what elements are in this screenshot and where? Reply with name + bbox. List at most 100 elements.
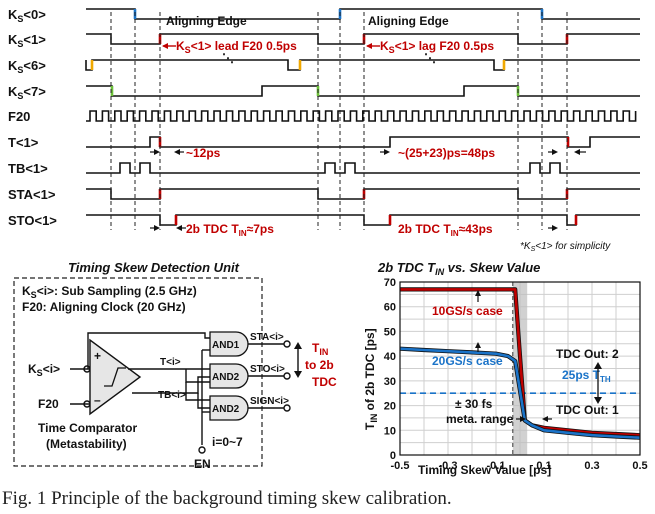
tdc-arrows (150, 225, 558, 231)
svg-text:AND1: AND1 (212, 340, 240, 351)
block-desc-line2: F20: Aligning Clock (20 GHz) (22, 300, 186, 314)
lag-arrow (366, 43, 380, 49)
tin-bracket (294, 342, 302, 378)
t-signal-label: T<i> (160, 357, 181, 368)
f20-clock-wave (86, 110, 637, 122)
svg-text:+: + (94, 349, 101, 363)
x-tick-label: -0.5 (391, 460, 410, 472)
waveform (86, 136, 640, 148)
tdc-label: TDC (312, 375, 337, 389)
series-pointers (475, 290, 481, 352)
aligning-edge-label-2: Aligning Edge (368, 14, 449, 28)
en-label: EN (194, 457, 211, 471)
dots-1: ⋱ (222, 51, 234, 65)
x-tick-label: -0.1 (487, 460, 506, 472)
signal-label: T<1> (8, 135, 39, 150)
tin-vs-skew-chart: 2b TDC TIN vs. Skew Value -0.5 -0.3 -0.1 0.… (363, 260, 648, 477)
input-f20: F20 (38, 397, 59, 411)
sto-output: STO<i> (250, 364, 285, 375)
waveform (86, 188, 640, 200)
chart-series (399, 287, 641, 440)
hysteresis-icon (104, 367, 126, 387)
tdc-tin-label-1: 2b TDC TIN≈7ps (186, 222, 274, 238)
sta-output: STA<i> (250, 332, 284, 343)
to-tdc-label: to 2b (305, 358, 334, 372)
block-desc-line1: KS<i>: Sub Sampling (2.5 GHz) (22, 284, 197, 300)
block-title: Timing Skew Detection Unit (68, 260, 240, 275)
and1-gate: AND1 (209, 331, 249, 357)
tdc-out-arrows (594, 362, 602, 404)
signal-label: KS<7> (8, 84, 46, 101)
figure-caption: Fig. 1 Principle of the background timin… (2, 488, 452, 509)
signal-label: TB<1> (8, 161, 48, 176)
simplicity-note: *KS<1> for simplicity (520, 241, 611, 253)
t-width-label-1: ~12ps (186, 146, 221, 160)
tdc-out-2-label: TDC Out: 2 (556, 347, 619, 361)
y-tick-label: 50 (384, 326, 396, 338)
y-tick-label: 0 (390, 450, 396, 462)
t-width-label-2: ~(25+23)ps=48ps (398, 146, 495, 160)
series-label-10gs: 10GS/s case (432, 304, 503, 318)
waveform (86, 85, 640, 97)
block-border (13, 277, 263, 467)
series-line-1 (399, 347, 641, 439)
lead-annotation: KS<1> lead F20 0.5ps (176, 39, 297, 55)
y-tick-label: 30 (384, 376, 396, 388)
plot-frame (399, 281, 641, 456)
chart-title: 2b TDC TIN vs. Skew Value (377, 260, 540, 277)
sign-output: SIGN<i> (250, 396, 289, 407)
y-axis-label: TIN of 2b TDC [ps] (363, 328, 379, 430)
y-tick-label: 40 (384, 351, 396, 363)
aligning-edge-label-1: Aligning Edge (166, 14, 247, 28)
y-tick-label: 20 (384, 401, 396, 413)
signal-label: KS<1> (8, 32, 46, 49)
and2-gate-sign: AND2 (209, 395, 249, 421)
waveform (86, 214, 640, 226)
tb-signal-label: TB<i> (158, 390, 186, 401)
signal-label: KS<0> (8, 7, 46, 24)
signal-label: KS<6> (8, 58, 46, 75)
x-tick-label: 0.3 (584, 460, 599, 472)
x-tick-label: -0.3 (439, 460, 458, 472)
waveforms (85, 8, 640, 226)
waveform (86, 162, 640, 174)
and2-gate-sto: AND2 (209, 363, 249, 389)
x-axis-label: Timing Skew Value [ps] (418, 463, 551, 477)
chart-ticks: -0.5 -0.3 -0.1 0.1 0.3 0.5 0 10 20 30 40 50 60 70 (384, 277, 648, 472)
dots-2: ⋱ (424, 51, 436, 65)
series-label-20gs: 20GS/s case (432, 354, 503, 368)
meta-range-label-1: ± 30 fs (455, 397, 493, 411)
svg-text:AND2: AND2 (212, 404, 240, 415)
signal-label: STA<1> (8, 187, 56, 202)
meta-range-label-2: meta. range (446, 412, 514, 426)
lead-arrow (162, 43, 176, 49)
tdc-tin-label-2: 2b TDC TIN≈43ps (398, 222, 493, 238)
y-tick-label: 70 (384, 277, 396, 289)
lag-annotation: KS<1> lag F20 0.5ps (380, 39, 494, 55)
x-tick-label: 0.1 (536, 460, 551, 472)
svg-text:–: – (94, 393, 101, 407)
en-node (198, 446, 206, 454)
svg-text:AND2: AND2 (212, 372, 240, 383)
meta-range-arrows (516, 416, 552, 422)
input-ks: KS<i> (28, 362, 60, 378)
waveform (86, 33, 640, 45)
signal-label: F20 (8, 109, 30, 124)
skew-detection-block: Timing Skew Detection Unit KS<i>: Sub Sa… (13, 260, 337, 471)
waveform (85, 59, 640, 71)
y-tick-label: 60 (384, 302, 396, 314)
block-wires (87, 332, 210, 445)
index-range: i=0~7 (212, 435, 243, 449)
x-tick-label: 0.5 (632, 460, 647, 472)
tin-label: TIN (312, 341, 328, 357)
signal-label: STO<1> (8, 213, 57, 228)
y-tick-label: 10 (384, 425, 396, 437)
timing-dashed-guides (110, 12, 568, 230)
comparator-sublabel: (Metastability) (46, 437, 127, 451)
comparator-label: Time Comparator (38, 421, 137, 435)
threshold-label: 25ps TTH (562, 368, 611, 384)
tdc-out-1-label: TDC Out: 1 (556, 403, 619, 417)
